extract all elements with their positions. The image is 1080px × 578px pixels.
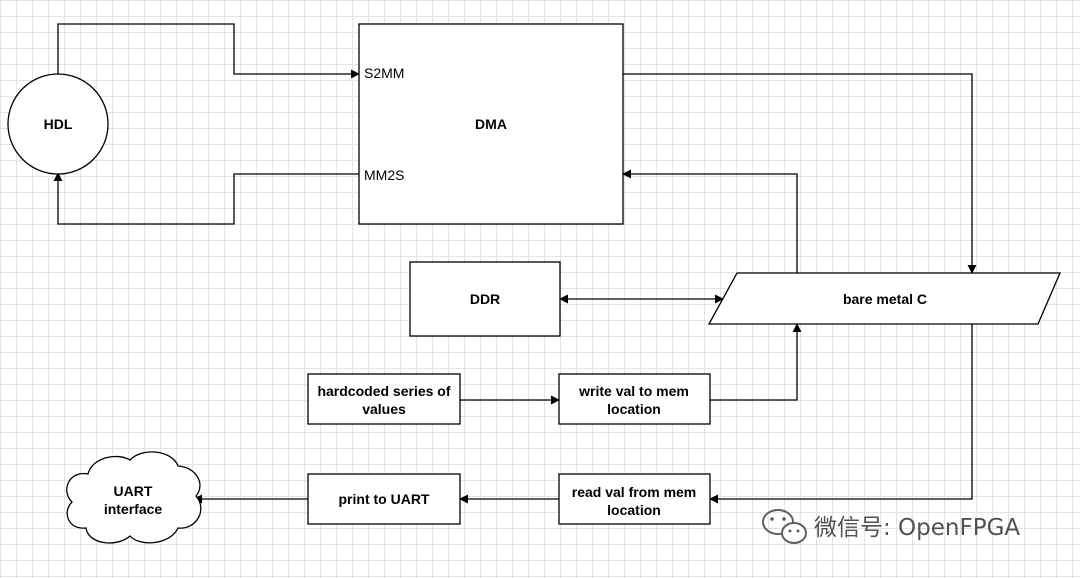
dma-port-mm2s: MM2S: [364, 167, 404, 183]
hdl-node: HDL: [7, 73, 109, 175]
dma-port-s2mm: S2MM: [364, 65, 404, 81]
edge-dma-to-bare-metal: [623, 73, 977, 274]
print-uart-label: print to UART: [339, 491, 430, 507]
edge-mm2s-to-hdl: [53, 172, 359, 225]
hdl-label: HDL: [44, 116, 73, 132]
dma-node: DMA S2MM MM2S: [358, 23, 624, 225]
bare-metal-label: bare metal C: [843, 291, 927, 307]
watermark: 微信号: OpenFPGA: [762, 509, 1020, 544]
write-val-label-line1: write val to mem: [578, 383, 689, 399]
bare-metal-node: bare metal C: [707, 272, 1061, 325]
uart-interface-cloud: UART interface: [66, 451, 202, 544]
watermark-text: 微信号: OpenFPGA: [814, 515, 1020, 541]
write-val-label-line2: location: [607, 401, 661, 417]
edge-bare-metal-to-read: [709, 324, 973, 504]
print-uart-node: print to UART: [307, 473, 461, 525]
wechat-icon: [762, 509, 807, 544]
edge-hdl-to-s2mm: [57, 23, 360, 79]
uart-label-line2: interface: [104, 501, 163, 517]
hardcoded-label-line2: values: [362, 401, 406, 417]
hardcoded-label-line1: hardcoded series of: [317, 383, 450, 399]
uart-label-line1: UART: [114, 483, 153, 499]
edge-bare-metal-to-dma: [622, 169, 798, 273]
ddr-node: DDR: [409, 261, 561, 337]
dma-label: DMA: [475, 116, 507, 132]
edge-write-to-bare-metal: [710, 323, 802, 401]
hardcoded-values-node: hardcoded series of values: [307, 373, 461, 425]
ddr-label: DDR: [470, 291, 500, 307]
read-val-node: read val from mem location: [558, 473, 711, 525]
read-val-label-line2: location: [607, 502, 661, 518]
write-val-node: write val to mem location: [558, 373, 711, 425]
read-val-label-line1: read val from mem: [572, 484, 697, 500]
